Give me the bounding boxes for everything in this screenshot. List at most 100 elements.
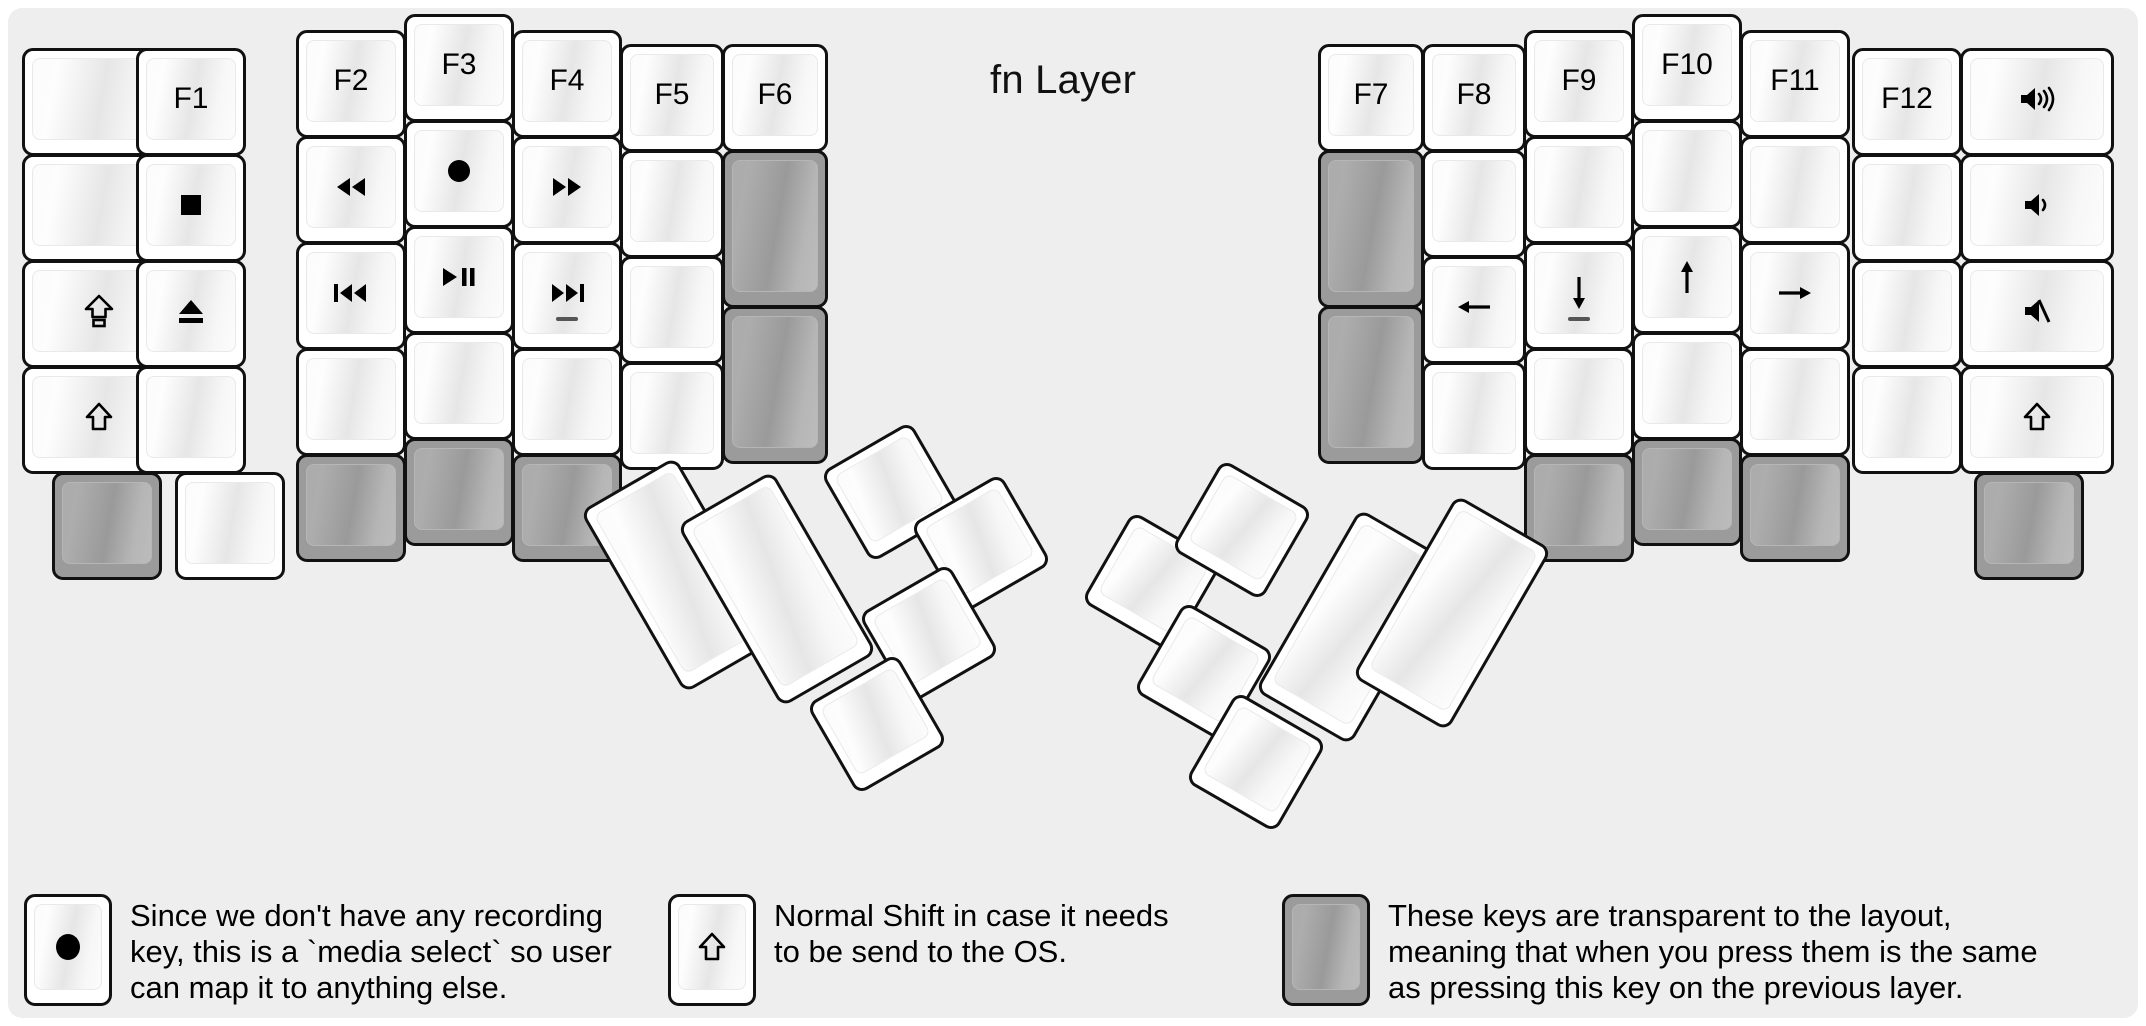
key-label: F6: [757, 78, 793, 111]
key-left-c6-r2[interactable]: [620, 150, 724, 258]
key-left-c3-r2[interactable]: [296, 136, 406, 244]
keycap-surface: [630, 372, 714, 454]
keycap-surface: [1432, 54, 1516, 136]
keycap-surface: [306, 464, 396, 546]
key-right-c7-r5-transparent[interactable]: [1974, 472, 2084, 580]
key-left-c2-r4[interactable]: [136, 366, 246, 474]
keycap-surface: [1201, 704, 1314, 815]
arrow-up-icon: [1675, 259, 1699, 295]
key-right-c4-r4[interactable]: [1632, 332, 1742, 440]
key-label: F4: [549, 64, 585, 97]
keycap-surface: [414, 24, 504, 106]
key-left-c5-r2[interactable]: [512, 136, 622, 244]
keycap-surface: [1750, 146, 1840, 228]
keycap-surface: [1862, 270, 1952, 352]
key-right-c6-r1[interactable]: F12: [1852, 48, 1962, 156]
key-label: F10: [1661, 48, 1713, 81]
key-right-c6-r2[interactable]: [1852, 154, 1962, 262]
key-right-c4-r3[interactable]: [1632, 226, 1742, 334]
key-right-c5-r1[interactable]: F11: [1740, 30, 1850, 138]
keycap-surface: [630, 54, 714, 136]
keycap-surface: [1642, 24, 1732, 106]
key-left-c4-r1[interactable]: F3: [404, 14, 514, 122]
key-left-c1-r5-transparent[interactable]: [52, 472, 162, 580]
key-right-c7-r4[interactable]: [1960, 366, 2114, 474]
media-record-icon: [54, 933, 82, 961]
key-label: F5: [654, 78, 690, 111]
key-right-c4-r1[interactable]: F10: [1632, 14, 1742, 122]
key-label: F9: [1561, 64, 1597, 97]
key-left-c7-r2-transparent[interactable]: [722, 150, 828, 308]
key-right-c5-r3[interactable]: [1740, 242, 1850, 350]
keycap-surface: [1750, 40, 1840, 122]
key-left-c7-r3-transparent[interactable]: [722, 306, 828, 464]
legend-text: Normal Shift in case it needs to be send…: [774, 898, 1169, 969]
keycap-surface: [522, 40, 612, 122]
key-right-c1-r2-transparent[interactable]: [1318, 150, 1424, 308]
key-left-c3-r1[interactable]: F2: [296, 30, 406, 138]
keycap-surface: [146, 376, 236, 458]
legend-item-normal-shift: Normal Shift in case it needs to be send…: [668, 894, 1169, 1006]
keycap-surface: [1432, 160, 1516, 242]
key-right-c2-r2[interactable]: [1422, 150, 1526, 258]
key-left-c3-r3[interactable]: [296, 242, 406, 350]
media-stop-icon: [179, 193, 203, 217]
key-label: F8: [1456, 78, 1492, 111]
key-left-c4-r3[interactable]: [404, 226, 514, 334]
key-right-c7-r2[interactable]: [1960, 154, 2114, 262]
key-left-c2-r3[interactable]: [136, 260, 246, 368]
key-right-c3-r4[interactable]: [1524, 348, 1634, 456]
key-left-c4-r2[interactable]: [404, 120, 514, 228]
key-left-c5-r4[interactable]: [512, 348, 622, 456]
homing-bump-indicator: [1568, 317, 1590, 321]
key-right-c3-r3[interactable]: [1524, 242, 1634, 350]
key-left-c4-r5-transparent[interactable]: [404, 438, 514, 546]
key-right-c3-r1[interactable]: F9: [1524, 30, 1634, 138]
media-fast-forward-icon: [550, 176, 584, 198]
key-right-c2-r1[interactable]: F8: [1422, 44, 1526, 152]
key-right-c3-r2[interactable]: [1524, 136, 1634, 244]
keycap-surface: [1534, 40, 1624, 122]
homing-bump-indicator: [556, 317, 578, 321]
key-left-c2-r2[interactable]: [136, 154, 246, 262]
key-left-c6-r3[interactable]: [620, 256, 724, 364]
keycap-surface: [1984, 482, 2074, 564]
key-right-c5-r2[interactable]: [1740, 136, 1850, 244]
legend-item-transparent: These keys are transparent to the layout…: [1282, 894, 2038, 1006]
media-rewind-icon: [334, 176, 368, 198]
shift-arrow-icon: [698, 932, 726, 962]
key-left-c2-r5[interactable]: [175, 472, 285, 580]
key-label: F12: [1881, 82, 1933, 115]
key-left-c7-r1[interactable]: F6: [722, 44, 828, 152]
key-right-c2-r3[interactable]: [1422, 256, 1526, 364]
key-right-c4-r2[interactable]: [1632, 120, 1742, 228]
key-right-c5-r4[interactable]: [1740, 348, 1850, 456]
key-right-c1-r3-transparent[interactable]: [1318, 306, 1424, 464]
key-right-c7-r3[interactable]: [1960, 260, 2114, 368]
key-right-c4-r5-transparent[interactable]: [1632, 438, 1742, 546]
keycap-surface: [522, 358, 612, 440]
media-previous-track-icon: [332, 282, 370, 304]
key-right-c7-r1[interactable]: [1960, 48, 2114, 156]
key-right-c6-r4[interactable]: [1852, 366, 1962, 474]
keycap-surface: [185, 482, 275, 564]
keycap-surface: [1970, 58, 2104, 140]
keycap-surface: [1292, 904, 1360, 990]
keycap-surface: [1862, 164, 1952, 246]
key-right-c6-r3[interactable]: [1852, 260, 1962, 368]
key-left-c5-r3[interactable]: [512, 242, 622, 350]
keycap-surface: [1187, 472, 1300, 583]
key-left-c4-r4[interactable]: [404, 332, 514, 440]
key-left-c6-r4[interactable]: [620, 362, 724, 470]
key-right-c2-r4[interactable]: [1422, 362, 1526, 470]
shift-arrow-icon: [85, 402, 113, 432]
keycap-surface: [732, 316, 818, 448]
key-left-c6-r1[interactable]: F5: [620, 44, 724, 152]
key-left-c2-r1[interactable]: F1: [136, 48, 246, 156]
key-right-c1-r1[interactable]: F7: [1318, 44, 1424, 152]
key-left-c3-r4[interactable]: [296, 348, 406, 456]
media-eject-icon: [177, 298, 205, 324]
key-left-c3-r5-transparent[interactable]: [296, 454, 406, 562]
key-left-c5-r1[interactable]: F4: [512, 30, 622, 138]
key-right-c5-r5-transparent[interactable]: [1740, 454, 1850, 562]
